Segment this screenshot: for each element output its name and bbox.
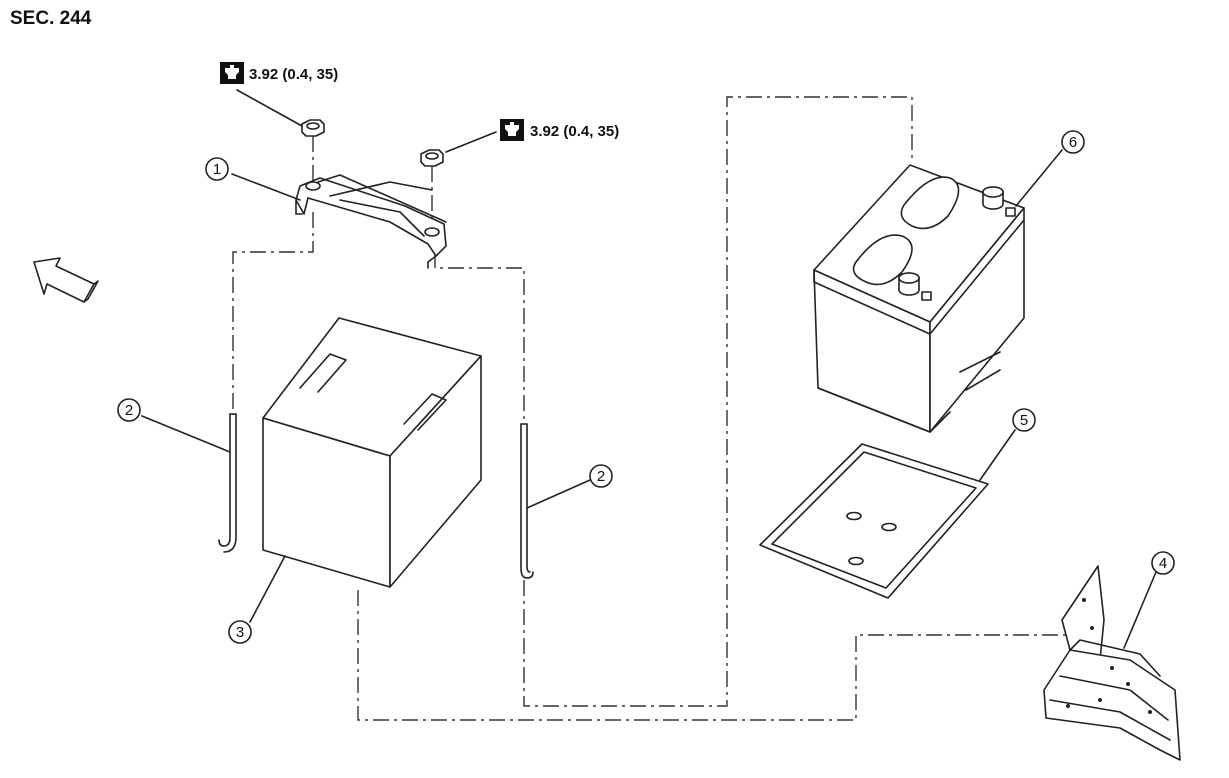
- leader-line-4: [1123, 571, 1157, 649]
- assembly-line-rod-to-battery: [523, 96, 913, 707]
- leader-line-1: [231, 173, 301, 201]
- torque-spec-1: 3.92 (0.4, 35): [220, 62, 338, 84]
- battery: [813, 164, 1025, 433]
- nut-right: [420, 149, 444, 167]
- leader-line-5: [979, 429, 1016, 481]
- callout-6: 6: [1061, 130, 1085, 154]
- leader-line-6: [1015, 149, 1063, 207]
- nut-left: [301, 119, 325, 137]
- leader-line-torque-1: [236, 89, 303, 127]
- leader-line-torque-2: [445, 131, 497, 153]
- torque-wrench-icon: [500, 119, 524, 141]
- callout-2-left-label: 2: [125, 402, 133, 419]
- mounting-bracket: [1043, 565, 1181, 761]
- j-bolt-rod-right: [520, 423, 534, 579]
- section-label: SEC. 244: [10, 8, 92, 29]
- front-arrow-icon: [33, 257, 99, 303]
- callout-1: 1: [205, 157, 229, 181]
- battery-tray: [759, 443, 989, 599]
- j-bolt-rod-left: [218, 413, 237, 553]
- assembly-line-frame-to-rod-left: [232, 212, 314, 415]
- callout-3: 3: [228, 620, 252, 644]
- callout-4: 4: [1151, 551, 1175, 575]
- callout-2-left: 2: [117, 398, 141, 422]
- leader-line-2-right: [526, 479, 591, 509]
- callout-3-label: 3: [236, 624, 244, 641]
- leader-line-2-left: [141, 415, 231, 453]
- callout-1-label: 1: [213, 161, 221, 178]
- leader-line-3: [249, 555, 286, 623]
- torque-spec-2: 3.92 (0.4, 35): [500, 119, 619, 141]
- callout-6-label: 6: [1069, 134, 1077, 151]
- battery-frame: [295, 174, 447, 269]
- callout-2-right-label: 2: [597, 468, 605, 485]
- battery-cover: [262, 317, 482, 588]
- callout-5-label: 5: [1020, 412, 1028, 429]
- callout-2-right: 2: [589, 464, 613, 488]
- callout-5: 5: [1012, 408, 1036, 432]
- assembly-line-cover-to-bracket: [357, 590, 1075, 721]
- torque-wrench-icon: [220, 62, 244, 84]
- assembly-line-frame-to-rod-right: [434, 252, 525, 420]
- torque-spec-2-value: 3.92 (0.4, 35): [530, 123, 619, 140]
- torque-spec-1-value: 3.92 (0.4, 35): [249, 66, 338, 83]
- callout-4-label: 4: [1159, 555, 1167, 572]
